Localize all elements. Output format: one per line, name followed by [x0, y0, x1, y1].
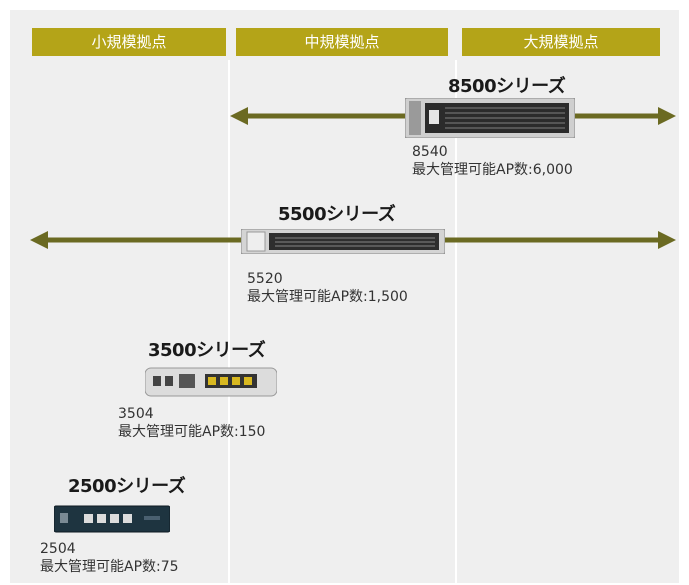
- controller-5520-image: [241, 229, 445, 254]
- max-ap-count: 最大管理可能AP数:1,500: [247, 289, 408, 305]
- max-ap-count: 最大管理可能AP数:6,000: [412, 162, 573, 178]
- series-title-8500: 8500シリーズ: [448, 76, 566, 97]
- model-number: 2504: [40, 541, 76, 557]
- max-ap-count: 最大管理可能AP数:150: [118, 424, 266, 440]
- model-8540-label: 8540 最大管理可能AP数:6,000: [412, 143, 573, 179]
- series-title-5500: 5500シリーズ: [278, 204, 396, 225]
- controller-2504-image: [54, 505, 170, 533]
- controller-3504-image: [145, 367, 277, 397]
- model-number: 5520: [247, 271, 283, 287]
- header-large-site: 大規模拠点: [462, 28, 660, 56]
- model-number: 8540: [412, 144, 448, 160]
- header-medium-site: 中規模拠点: [236, 28, 448, 56]
- series-title-3500: 3500シリーズ: [148, 340, 266, 361]
- model-5520-label: 5520 最大管理可能AP数:1,500: [247, 270, 408, 306]
- model-number: 3504: [118, 406, 154, 422]
- column-divider-left: [228, 60, 230, 583]
- model-3504-label: 3504 最大管理可能AP数:150: [118, 405, 265, 441]
- max-ap-count: 最大管理可能AP数:75: [40, 559, 179, 575]
- controller-8540-image: [405, 98, 575, 138]
- model-2504-label: 2504 最大管理可能AP数:75: [40, 540, 179, 576]
- series-title-2500: 2500シリーズ: [68, 476, 186, 497]
- column-divider-right: [455, 60, 457, 583]
- header-small-site: 小規模拠点: [32, 28, 226, 56]
